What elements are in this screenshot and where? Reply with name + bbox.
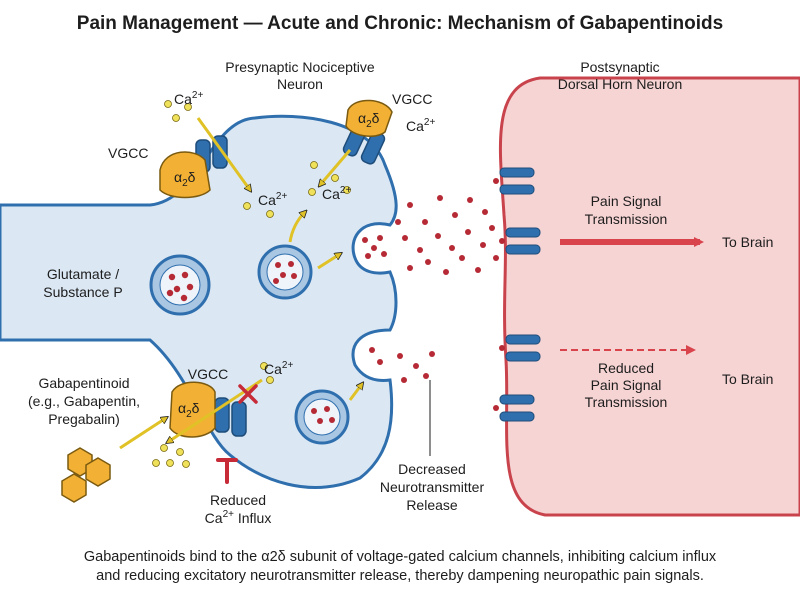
decreased-release-label-line1: Decreased	[398, 461, 466, 477]
reduced-pain-label-line1: Reduced	[598, 360, 654, 376]
reduced-pain-label-line2: Pain Signal	[591, 377, 662, 393]
vesicle-move-arrow-1	[288, 212, 305, 243]
vesicle-bottom	[294, 389, 350, 445]
receptor-4	[493, 394, 535, 422]
presynaptic-label-line1: Presynaptic Nociceptive	[225, 59, 375, 75]
postsynaptic-label-line2: Dorsal Horn Neuron	[558, 76, 683, 92]
diagram-title: Pain Management — Acute and Chronic: Mec…	[77, 13, 723, 34]
postsynaptic-label-line1: Postsynaptic	[580, 59, 659, 75]
neurotransmitter-cloud-upper	[395, 195, 499, 275]
diagram-caption: Gabapentinoids bind to the α2δ subunit o…	[10, 548, 790, 586]
vgcc-label-bottom: VGCC	[188, 366, 228, 382]
vesicle-middle	[257, 244, 313, 300]
caption-line2: and reducing excitatory neurotransmitter…	[96, 568, 704, 584]
calcium-influx-arrow-left	[196, 117, 250, 190]
reduced-influx-label-line2: Ca2+ Influx	[205, 509, 272, 526]
alpha2delta-subunit-top-left	[159, 151, 211, 199]
vgcc-label-top-right: VGCC	[392, 91, 432, 107]
alpha2delta-label-top-right: α2δ	[358, 110, 380, 130]
alpha2delta-label-top-left: α2δ	[174, 169, 196, 189]
vgcc-channel-bottom	[214, 397, 247, 437]
alpha2delta-subunit-bottom	[169, 381, 216, 438]
inhibition-bar	[216, 458, 238, 484]
ca-label-top-left: Ca2+	[174, 90, 203, 107]
vesicle-move-arrow-3	[348, 384, 362, 401]
postsynaptic-neuron	[498, 76, 800, 517]
fusion-pore-bottom-dots	[369, 347, 383, 365]
gabapentinoid-label-line2: (e.g., Gabapentin,	[28, 393, 140, 409]
gabapentinoid-label-line1: Gabapentinoid	[38, 375, 129, 391]
calcium-ions	[152, 100, 351, 468]
pain-signal-label-line2: Transmission	[585, 211, 668, 227]
alpha2delta-label-bottom: α2δ	[178, 400, 200, 420]
ca-label-influx-right: Ca2+	[322, 185, 351, 202]
ca-label-influx-left: Ca2+	[258, 191, 287, 208]
reduced-pain-label-line3: Transmission	[585, 394, 668, 410]
decreased-release-label-line2: Neurotransmitter	[380, 479, 485, 495]
decreased-release-label-line3: Release	[406, 497, 458, 513]
ca-label-bottom: Ca2+	[264, 360, 293, 377]
gabapentinoid-label-line3: Pregabalin)	[48, 411, 120, 427]
gabapentinoid-molecule	[61, 447, 111, 503]
calcium-influx-arrow-right	[320, 149, 352, 185]
glutamate-label-line1: Glutamate /	[47, 266, 119, 282]
receptor-1	[493, 167, 535, 195]
glutamate-label-line2: Substance P	[43, 284, 122, 300]
drug-binding-arrow	[119, 418, 166, 450]
ca-label-top-right: Ca2+	[406, 117, 435, 134]
alpha2delta-subunit-top-right	[345, 99, 393, 138]
vesicle-left	[149, 254, 211, 316]
vgcc-label-top-left: VGCC	[108, 145, 148, 161]
caption-line1: Gabapentinoids bind to the α2δ subunit o…	[83, 549, 717, 565]
fusion-pore-top-dots	[362, 235, 387, 259]
reduced-influx-label-line1: Reduced	[210, 492, 266, 508]
pain-signal-label-line1: Pain Signal	[591, 193, 662, 209]
receptor-3	[499, 334, 541, 362]
calcium-block-cross	[238, 384, 258, 404]
to-brain-label-bottom: To Brain	[722, 371, 773, 387]
vesicle-move-arrow-2	[317, 254, 340, 270]
neurotransmitter-cloud-lower	[397, 351, 435, 383]
presynaptic-label-line2: Neuron	[277, 76, 323, 92]
to-brain-label-top: To Brain	[722, 234, 773, 250]
receptor-2	[499, 227, 541, 255]
